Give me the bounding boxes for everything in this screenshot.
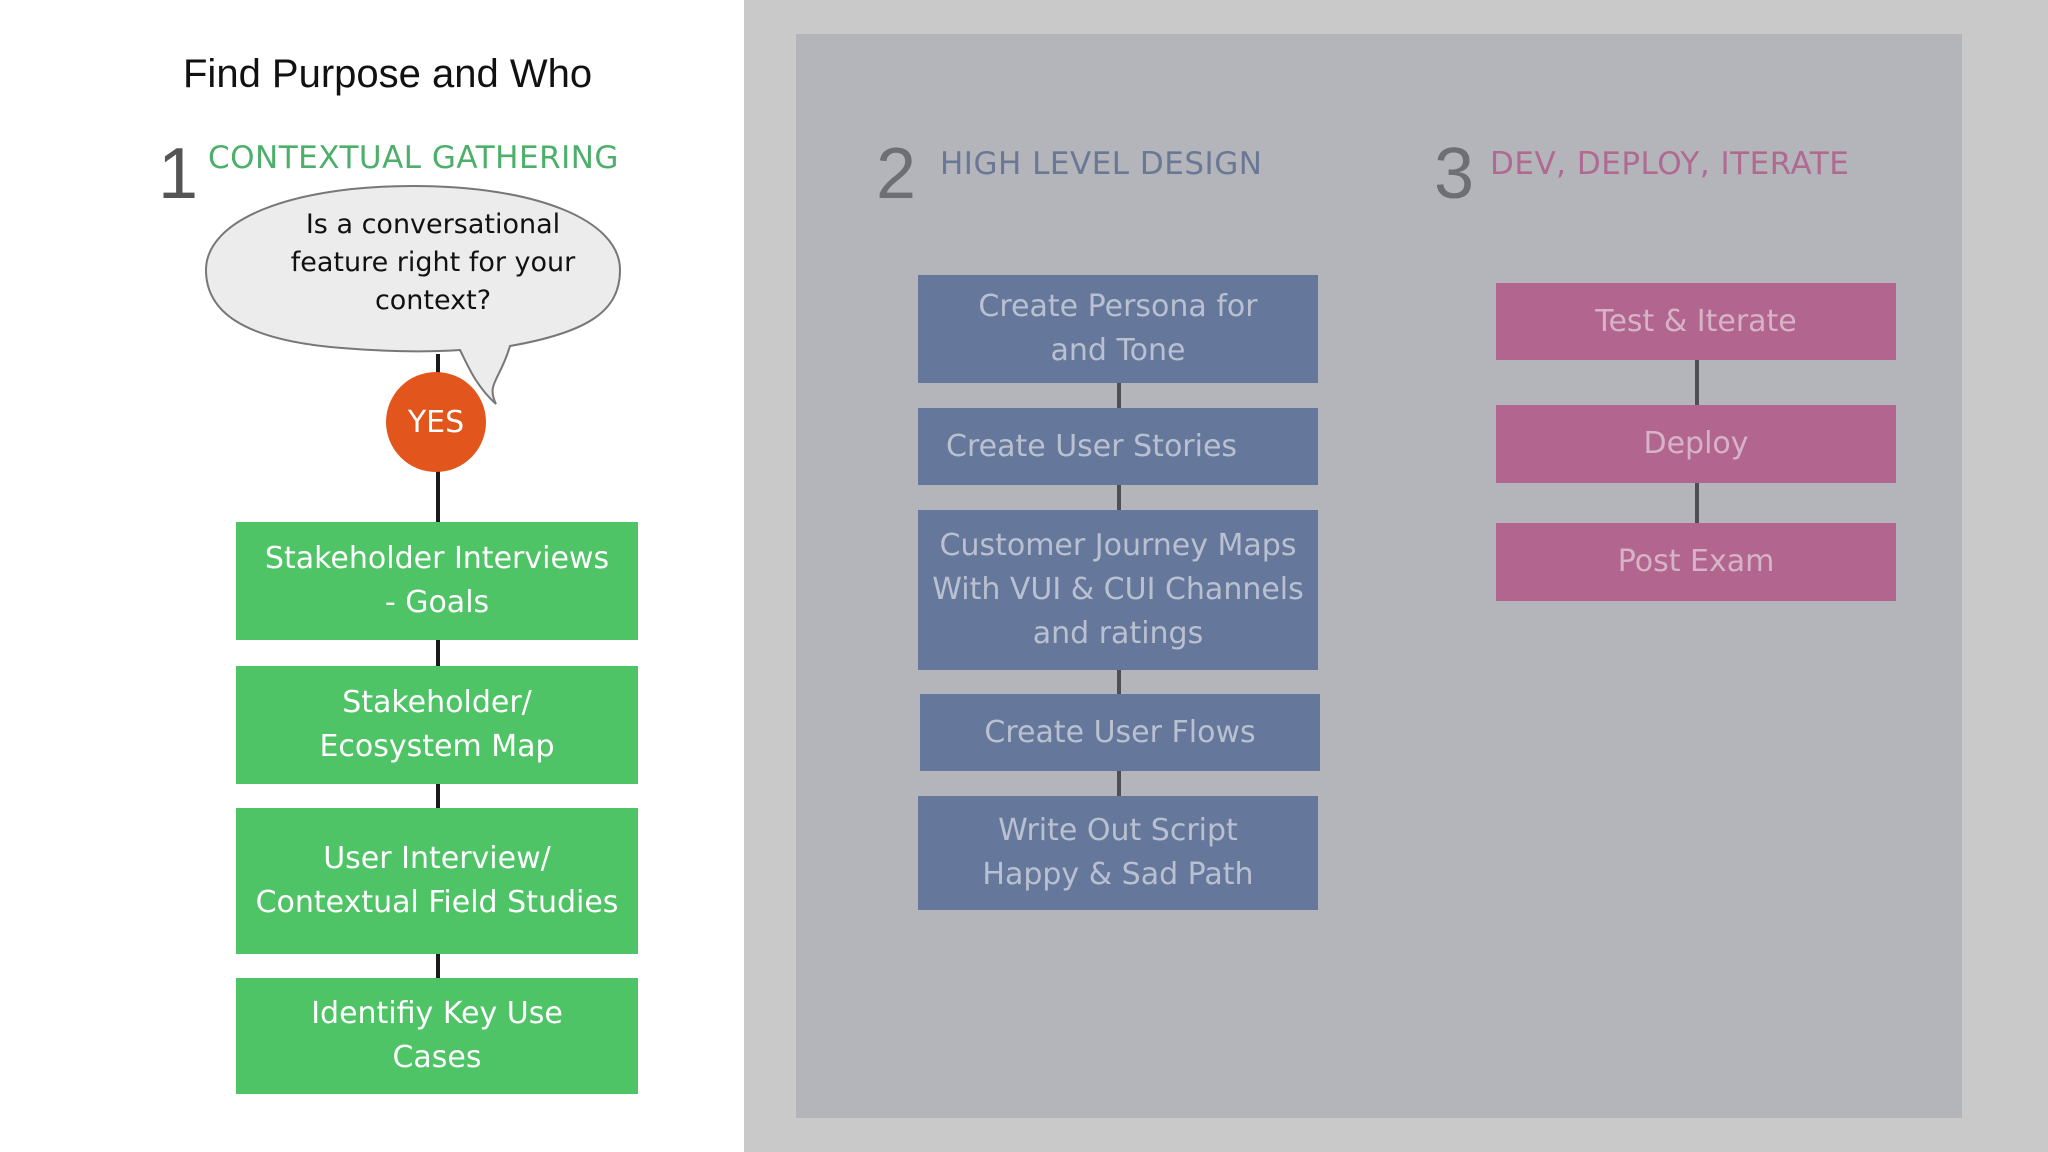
- box-line: Stakeholder/: [342, 685, 532, 720]
- step-2-number: 2: [876, 134, 917, 214]
- connector: [1117, 770, 1121, 796]
- step-3-box-deploy: Deploy: [1496, 405, 1896, 483]
- box-line: Identifiy Key Use: [311, 996, 563, 1031]
- step-2-box-user-flows: Create User Flows: [920, 694, 1320, 771]
- box-line: Test & Iterate: [1595, 303, 1797, 339]
- box-line: Write Out Script: [998, 813, 1238, 848]
- box-line: User Interview/: [323, 841, 551, 876]
- connector: [436, 354, 440, 374]
- box-line: Customer Journey Maps: [939, 528, 1297, 563]
- connector: [436, 470, 440, 522]
- step-2-label: HIGH LEVEL DESIGN: [940, 146, 1263, 182]
- box-line: Cases: [392, 1040, 482, 1075]
- yes-badge: YES: [386, 372, 486, 472]
- step-3-box-post-exam: Post Exam: [1496, 523, 1896, 601]
- connector: [1695, 360, 1699, 406]
- speech-bubble-icon: [204, 184, 622, 405]
- connector: [1117, 668, 1121, 694]
- box-line: and Tone: [1050, 333, 1186, 368]
- bubble-question-line: context?: [374, 285, 492, 316]
- box-line: Create Persona for: [978, 289, 1258, 324]
- bubble-question-line: Is a conversational: [305, 209, 561, 240]
- step-1-box-ecosystem-map: Stakeholder/Ecosystem Map: [236, 666, 638, 784]
- box-line: Contextual Field Studies: [255, 885, 619, 920]
- box-line: and ratings: [1032, 616, 1204, 651]
- connector: [1117, 484, 1121, 510]
- connector: [436, 954, 440, 980]
- bubble-question-line: feature right for your: [290, 247, 576, 278]
- step-3-box-test-iterate: Test & Iterate: [1496, 283, 1896, 360]
- step-2-box-user-stories: Create User Stories: [918, 408, 1318, 485]
- step-3-number: 3: [1434, 134, 1475, 214]
- step-1-box-stakeholder-interviews: Stakeholder Interviews - Goals: [236, 522, 638, 640]
- box-line: - Goals: [384, 585, 490, 620]
- step-1-box-user-interview: User Interview/Contextual Field Studies: [236, 808, 638, 954]
- step-1-label: CONTEXTUAL GATHERING: [208, 140, 619, 176]
- box-line: Stakeholder Interviews: [264, 541, 610, 576]
- step-1-number: 1: [158, 134, 199, 214]
- step-3-label: DEV, DEPLOY, ITERATE: [1490, 146, 1850, 182]
- box-line: Post Exam: [1617, 544, 1775, 579]
- box-line: With VUI & CUI Channels: [932, 572, 1304, 607]
- connector: [1695, 482, 1699, 524]
- connector: [436, 638, 440, 668]
- connector: [1117, 382, 1121, 408]
- box-line: Create User Stories: [946, 428, 1238, 464]
- box-line: Deploy: [1643, 426, 1749, 461]
- bubble-question: Is a conversational feature right for yo…: [268, 206, 598, 320]
- step-2-box-persona: Create Persona for and Tone: [918, 275, 1318, 383]
- connector: [436, 784, 440, 810]
- box-line: Happy & Sad Path: [982, 857, 1254, 892]
- box-line: Ecosystem Map: [319, 729, 555, 764]
- box-line: Create User Flows: [984, 714, 1256, 750]
- page-title: Find Purpose and Who: [183, 52, 593, 96]
